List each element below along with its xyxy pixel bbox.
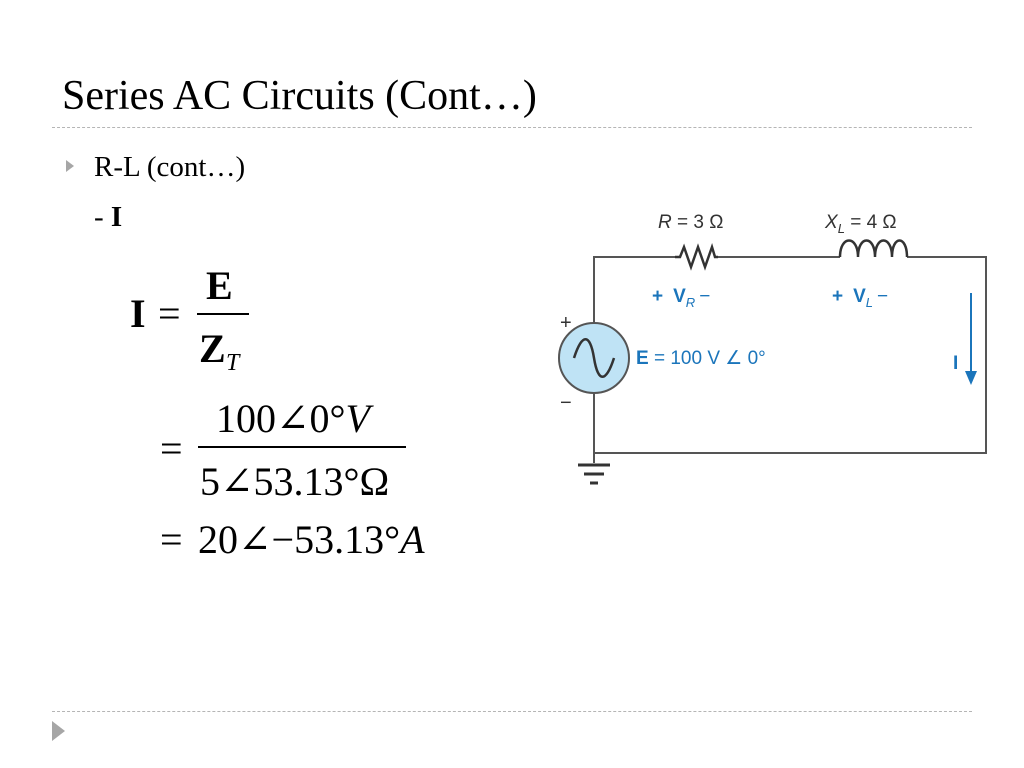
vl-plus: +: [832, 286, 843, 307]
vr-plus: +: [652, 286, 663, 307]
wire-right: [593, 256, 987, 454]
vr-sub: R: [686, 295, 695, 310]
source-minus: −: [560, 392, 572, 414]
inductor-label-value: = 4 Ω: [845, 212, 897, 233]
eq3-unit: A: [400, 517, 425, 562]
eq3-value: 20∠−53.13°A: [198, 516, 425, 563]
resistor-label-value: = 3 Ω: [672, 212, 724, 233]
inductor-label-sub: L: [838, 221, 845, 236]
eq2-numerator-unit: V: [345, 396, 370, 441]
vr-minus: −: [699, 286, 710, 307]
eq1-equals: =: [158, 291, 181, 336]
resistor-label: R = 3 Ω: [658, 212, 723, 233]
resistor-label-symbol: R: [658, 212, 672, 233]
inductor-label: XL = 4 Ω: [824, 212, 897, 236]
eq2-fraction-bar: [198, 446, 406, 448]
ground-icon: [578, 463, 610, 485]
source-label: E = 100 V ∠ 0°: [636, 348, 766, 369]
sub-bullet: - I: [94, 199, 122, 235]
source-plus: +: [560, 312, 572, 334]
vl-sub: L: [866, 295, 873, 310]
ac-source-sine-icon: [572, 338, 616, 378]
eq3-value-text: 20∠−53.13°: [198, 517, 401, 562]
source-value: = 100 V ∠ 0°: [649, 348, 766, 369]
vl-symbol: V: [853, 286, 866, 307]
wire-left-top: [593, 256, 675, 323]
vr-symbol: V: [673, 286, 686, 307]
slide-title: Series AC Circuits (Cont…): [62, 73, 537, 119]
source-symbol: E: [636, 348, 649, 369]
vl-minus: −: [877, 286, 888, 307]
current-arrow-head-icon: [965, 371, 977, 385]
eq1-numerator: E: [206, 263, 233, 308]
eq3-equals: =: [160, 517, 183, 562]
eq1-denominator-sub: T: [226, 350, 240, 376]
eq1-fraction-bar: [197, 313, 249, 315]
vl-label: + VL−: [832, 286, 888, 310]
rl-circuit-diagram: R = 3 Ω XL = 4 Ω +VR− +VL− + − E = 100 V…: [558, 212, 987, 485]
vr-label: + VR−: [652, 286, 710, 310]
eq2-numerator-value: 100∠0°: [216, 396, 346, 441]
current-label: I: [953, 353, 958, 374]
bullet-arrow-icon: [66, 160, 74, 172]
resistor-icon: [675, 242, 718, 271]
footer-divider: [52, 711, 972, 712]
next-slide-arrow-icon[interactable]: [52, 721, 65, 741]
title-divider: [52, 127, 972, 128]
eq1-denominator: Z: [199, 326, 226, 371]
eq1-lhs: I: [130, 291, 146, 336]
eq2-numerator: 100∠0°V: [216, 395, 370, 442]
bullet-text: R-L (cont…): [94, 151, 246, 183]
eq2-equals: =: [160, 426, 183, 471]
circuit-wires: [593, 256, 987, 463]
sub-bullet-dash: -: [94, 201, 111, 233]
inductor-icon: [838, 239, 909, 258]
eq2-denominator: 5∠53.13°Ω: [200, 459, 390, 504]
inductor-label-symbol: X: [824, 212, 839, 233]
sub-bullet-symbol: I: [110, 201, 123, 233]
